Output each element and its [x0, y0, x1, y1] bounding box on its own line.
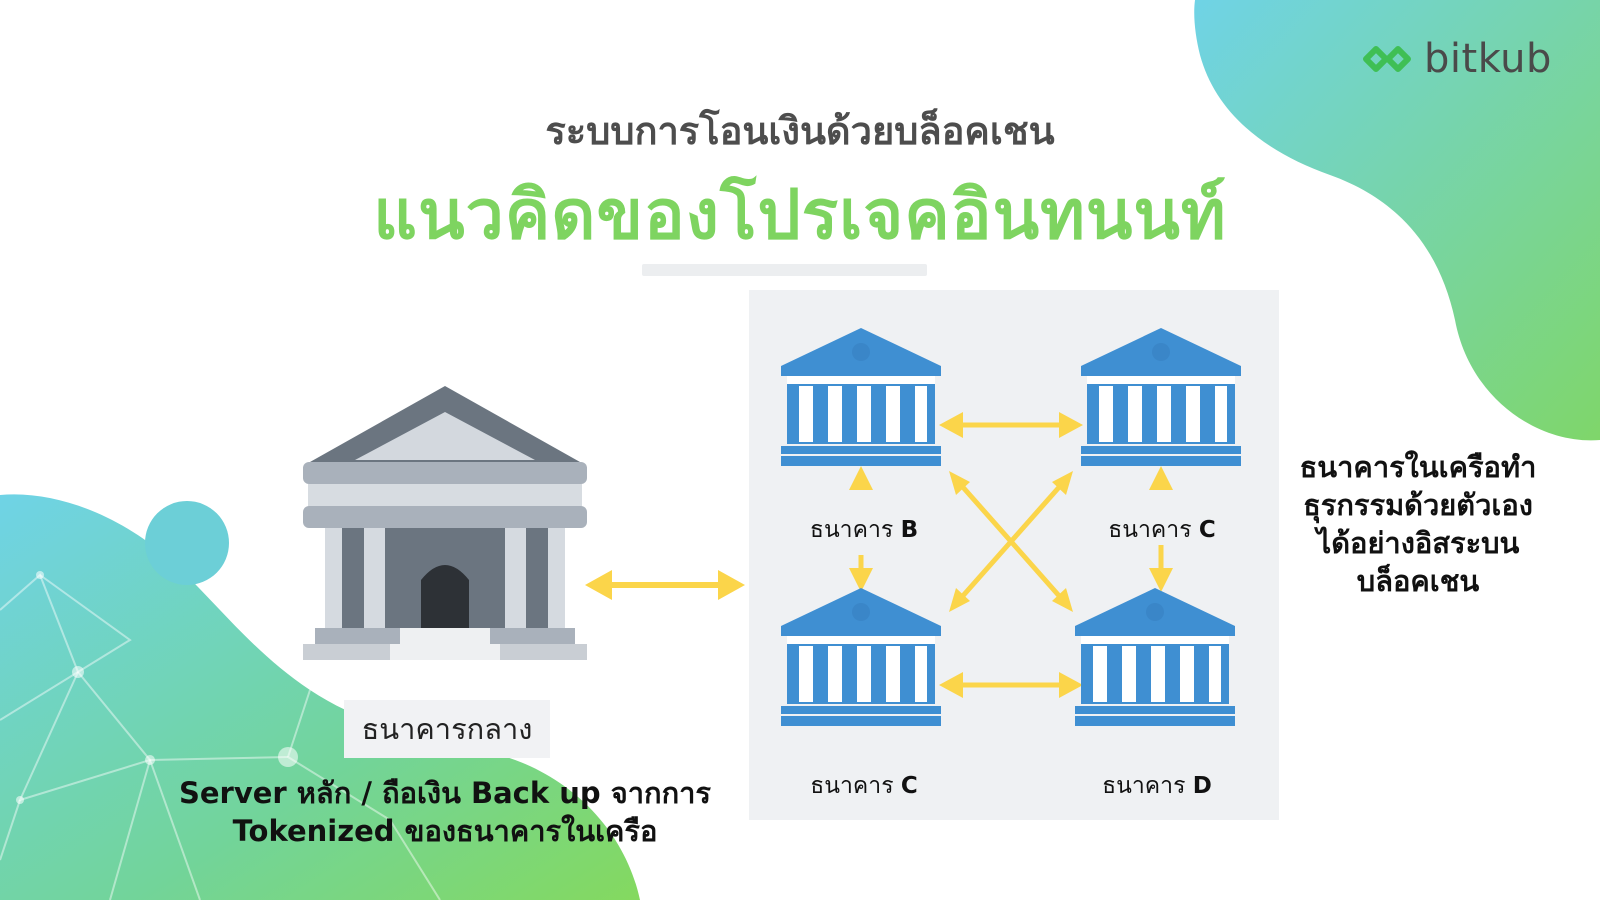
- central-bank-building-icon: [303, 386, 587, 660]
- decor-circle: [145, 501, 229, 585]
- brand-logo: bitkub: [1362, 36, 1552, 82]
- network-caption-line-3: ได้อย่างอิสระบน: [1316, 526, 1520, 560]
- network-caption-line-4: บล็อคเชน: [1356, 564, 1480, 598]
- central-bank-caption: Server หลัก / ถือเงิน Back up จากการ Tok…: [130, 774, 760, 850]
- network-caption: ธนาคารในเครือทำ ธุรกรรมด้วยตัวเอง ได้อย่…: [1268, 448, 1568, 600]
- bank-d-icon: [1075, 588, 1235, 726]
- bank-label-letter: B: [900, 517, 919, 543]
- bank-label-prefix: ธนาคาร: [810, 773, 894, 799]
- title-divider: [642, 264, 927, 276]
- central-bank-label: ธนาคารกลาง: [361, 712, 533, 746]
- central-caption-line-1: Server หลัก / ถือเงิน Back up จากการ: [178, 776, 712, 810]
- bank-label-d: ธนาคาร D: [1057, 768, 1257, 804]
- bank-label-prefix: ธนาคาร: [1108, 517, 1192, 543]
- bottom-left-blob: [0, 494, 640, 900]
- brand-name: bitkub: [1424, 36, 1552, 82]
- bank-b-icon: [781, 328, 941, 466]
- bank-label-prefix: ธนาคาร: [1102, 773, 1186, 799]
- network-caption-line-2: ธุรกรรมด้วยตัวเอง: [1303, 488, 1533, 522]
- bank-label-c-top: ธนาคาร C: [1062, 512, 1262, 548]
- bank-c-top-icon: [1081, 328, 1241, 466]
- network-caption-line-1: ธนาคารในเครือทำ: [1299, 450, 1537, 484]
- top-right-blob: [1194, 0, 1600, 441]
- bank-label-letter: C: [900, 773, 918, 799]
- bank-label-prefix: ธนาคาร: [809, 517, 894, 543]
- central-bank-label-box: ธนาคารกลาง: [344, 700, 550, 758]
- bank-label-b: ธนาคาร B: [764, 512, 964, 548]
- page-title: แนวคิดของโปรเจคอินทนนท์: [373, 176, 1227, 255]
- bank-network-panel: ธนาคาร B ธนาคาร C ธนาคาร C ธนาคาร D: [749, 290, 1279, 820]
- bitkub-logo-icon: [1363, 46, 1411, 72]
- page-subtitle: ระบบการโอนเงินด้วยบล็อคเชน: [545, 109, 1055, 153]
- bank-label-letter: D: [1192, 773, 1212, 799]
- bank-c-bottom-icon: [781, 588, 941, 726]
- central-caption-line-2: Tokenized ของธนาคารในเครือ: [232, 814, 658, 848]
- bank-label-letter: C: [1198, 517, 1216, 543]
- bank-network-diagram: [781, 328, 1241, 726]
- network-nodes-decor: [16, 571, 298, 804]
- bank-label-c-bottom: ธนาคาร C: [764, 768, 964, 804]
- network-arrows: [849, 412, 1173, 698]
- central-network-arrow: [585, 570, 745, 600]
